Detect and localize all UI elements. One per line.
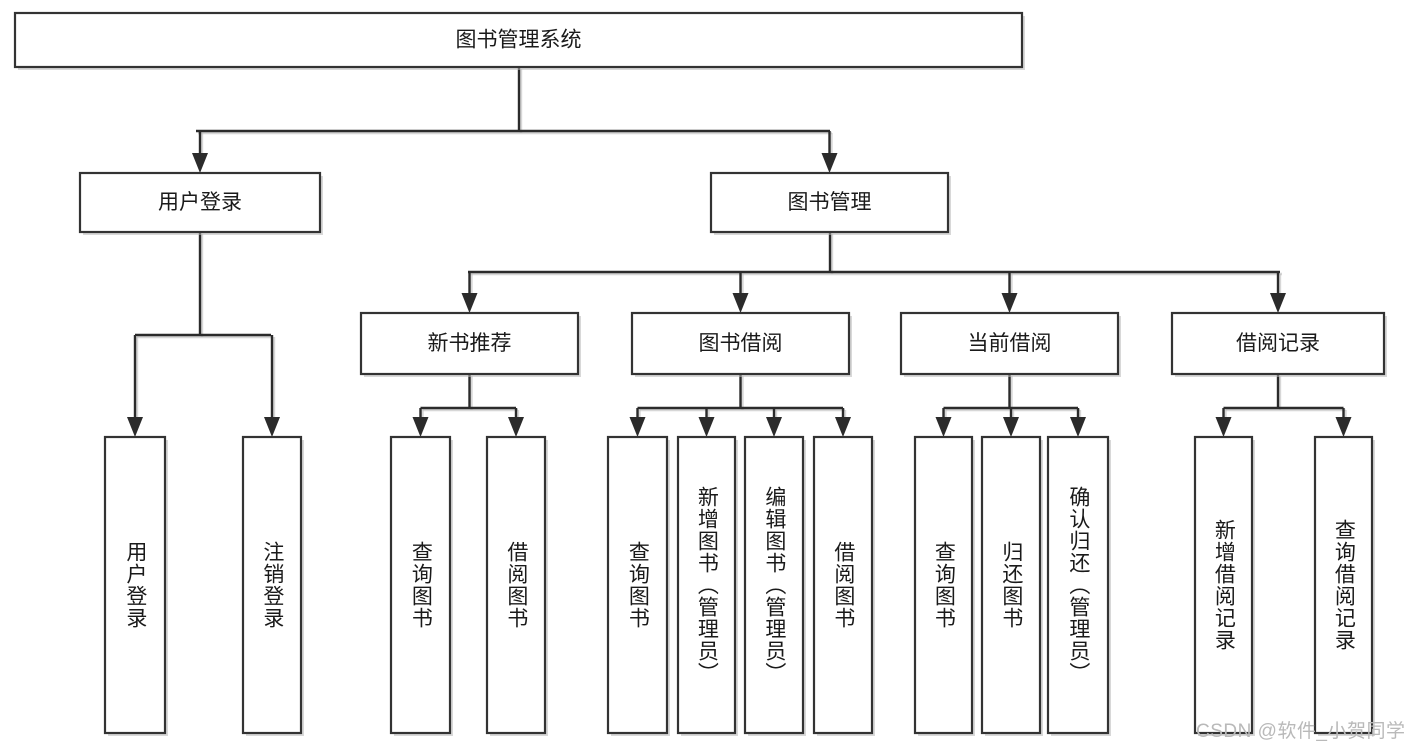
leaf-node-box-1[interactable] (241, 435, 303, 735)
leaf-0-1-connector-arrowhead (508, 417, 524, 437)
level3-2-connector-arrowhead (1001, 293, 1018, 313)
leaf-1-3-connector-arrowhead (835, 417, 851, 437)
leaf-node-box-9[interactable] (980, 435, 1042, 735)
level3-3-connector-arrowhead (1270, 293, 1286, 313)
leaf-node-box-10[interactable] (1046, 435, 1110, 735)
leaf-3-0-connector-arrowhead (1215, 417, 1232, 437)
leaf-node-box-11[interactable] (1193, 435, 1254, 735)
leaf-1-0-connector-arrowhead (629, 417, 646, 437)
leaf-node-box-7[interactable] (812, 435, 874, 735)
leaf-0-0-connector-arrowhead (412, 417, 429, 437)
level2-0-connector-arrowhead (192, 153, 208, 173)
leaf-1-2-connector-arrowhead (766, 417, 782, 437)
leaf-node-box-8[interactable] (913, 435, 974, 735)
leaf-node-box-0[interactable] (103, 435, 167, 735)
box-layer (13, 11, 1387, 736)
user-leaf-1-connector-arrowhead (264, 417, 280, 437)
connector-layer (127, 67, 1352, 437)
level3-0-connector-arrowhead (461, 293, 478, 313)
level3-node-box-3[interactable] (1170, 311, 1386, 376)
leaf-node-box-5[interactable] (676, 435, 737, 735)
level2-node-label-1: 图书管理 (788, 191, 872, 214)
leaf-node-box-4[interactable] (606, 435, 669, 735)
root-node-box[interactable] (13, 11, 1024, 69)
leaf-2-2-connector-arrowhead (1070, 417, 1086, 437)
leaf-node-box-2[interactable] (389, 435, 452, 735)
user-leaf-0-connector-arrowhead (127, 417, 143, 437)
leaf-2-0-connector-arrowhead (935, 417, 952, 437)
leaf-node-box-12[interactable] (1313, 435, 1374, 735)
leaf-3-1-connector-arrowhead (1335, 417, 1352, 437)
level3-node-box-0[interactable] (359, 311, 580, 376)
level3-node-label-3: 借阅记录 (1236, 332, 1320, 355)
level3-node-label-1: 图书借阅 (699, 332, 783, 355)
level2-node-box-0[interactable] (78, 171, 322, 234)
leaf-node-box-6[interactable] (743, 435, 805, 735)
level2-1-connector-arrowhead (821, 153, 838, 173)
csdn-watermark: CSDN @软件_小贺同学 (1196, 721, 1405, 742)
leaf-2-1-connector-arrowhead (1003, 417, 1019, 437)
level2-node-box-1[interactable] (709, 171, 950, 234)
level3-node-label-0: 新书推荐 (428, 332, 512, 355)
root-node-label: 图书管理系统 (456, 29, 582, 52)
level3-1-connector-arrowhead (732, 293, 749, 313)
level3-node-label-2: 当前借阅 (968, 332, 1052, 355)
level3-node-box-2[interactable] (899, 311, 1120, 376)
level2-node-label-0: 用户登录 (158, 191, 242, 214)
leaf-1-1-connector-arrowhead (698, 417, 715, 437)
leaf-node-box-3[interactable] (485, 435, 547, 735)
level3-node-box-1[interactable] (630, 311, 851, 376)
